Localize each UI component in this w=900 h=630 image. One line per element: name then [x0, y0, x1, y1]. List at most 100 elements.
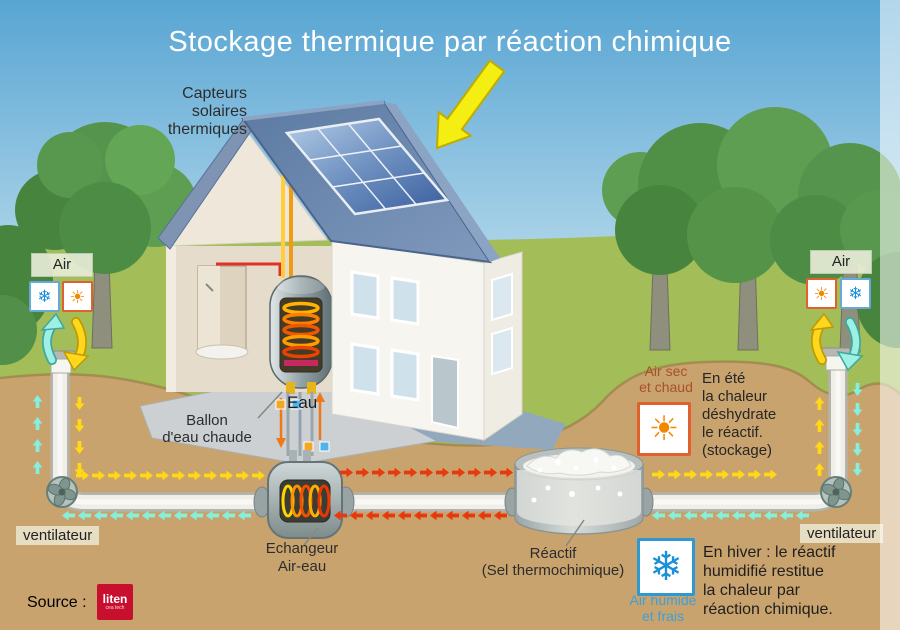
flow-arrow-icon	[500, 467, 513, 478]
windows	[350, 270, 513, 402]
fan-right-label: ventilateur	[800, 524, 884, 543]
flow-arrow-icon	[366, 510, 379, 521]
flow-arrow-icon	[236, 470, 249, 481]
airflow-cool-down-right	[851, 384, 864, 475]
flow-arrow-icon	[684, 510, 697, 521]
flow-arrow-icon	[140, 470, 153, 481]
flow-arrow-icon	[74, 441, 85, 454]
snowflake-icon: ❄	[840, 278, 871, 309]
flow-arrow-icon	[110, 510, 123, 521]
air-left-label: Air	[31, 253, 93, 277]
page-title: Stockage thermique par réaction chimique	[168, 26, 732, 58]
flow-arrow-icon	[732, 510, 745, 521]
sun-arrow	[435, 59, 506, 150]
flow-arrow-icon	[700, 510, 713, 521]
flow-arrow-icon	[852, 383, 863, 396]
flow-arrow-icon	[852, 443, 863, 456]
flow-arrow-icon	[142, 510, 155, 521]
snowflake-icon: ❄	[637, 538, 695, 596]
flow-arrow-icon	[716, 510, 729, 521]
flow-arrow-icon	[94, 510, 107, 521]
flow-arrow-icon	[652, 469, 665, 480]
airflow-hot-left-mid-run	[334, 510, 507, 521]
snowflake-icon: ❄	[29, 281, 60, 312]
air-right-label: Air	[810, 250, 872, 274]
flow-arrow-icon	[108, 470, 121, 481]
flow-arrow-icon	[852, 463, 863, 476]
flow-arrow-icon	[484, 467, 497, 478]
flow-arrow-icon	[32, 395, 43, 408]
flow-arrow-icon	[78, 510, 91, 521]
airflow-cool-up-left	[31, 396, 44, 473]
sun-icon: ☀	[62, 281, 93, 312]
dry-warm-air-label: Air sec et chaud	[639, 363, 693, 395]
air-water-exchanger	[253, 450, 355, 539]
flow-arrow-icon	[76, 470, 89, 481]
solar-loop-pipe	[216, 262, 282, 276]
flow-arrow-icon	[190, 510, 203, 521]
flow-arrow-icon	[340, 467, 353, 478]
flow-arrow-icon	[700, 469, 713, 480]
humid-cool-air-label: Air humide et frais	[629, 592, 697, 624]
exchanger-label: Echangeur Air-eau	[265, 540, 339, 575]
flow-arrow-icon	[124, 470, 137, 481]
flow-arrow-icon	[222, 510, 235, 521]
flow-arrow-icon	[814, 397, 825, 410]
flow-arrow-icon	[684, 469, 697, 480]
winter-description: En hiver : le réactif humidifié restitue…	[703, 544, 836, 618]
flow-arrow-icon	[420, 467, 433, 478]
flow-arrow-icon	[62, 510, 75, 521]
trees-right	[602, 107, 900, 353]
flow-arrow-icon	[382, 510, 395, 521]
flow-arrow-icon	[732, 469, 745, 480]
flow-arrow-icon	[404, 467, 417, 478]
flow-arrow-icon	[446, 510, 459, 521]
flow-arrow-icon	[206, 510, 219, 521]
flow-arrow-icon	[716, 469, 729, 480]
flow-arrow-icon	[814, 419, 825, 432]
airflow-warm-right-right-run	[652, 469, 777, 480]
flow-arrow-icon	[430, 510, 443, 521]
reactive-salt-tank	[504, 447, 654, 535]
flow-arrow-icon	[764, 469, 777, 480]
flow-arrow-icon	[32, 439, 43, 452]
flow-arrow-icon	[372, 467, 385, 478]
flow-arrow-icon	[748, 469, 761, 480]
flow-arrow-icon	[652, 510, 665, 521]
source-label: Source :	[27, 594, 87, 611]
door	[431, 354, 459, 430]
house-walls	[331, 239, 523, 441]
flow-arrow-icon	[478, 510, 491, 521]
flow-arrow-icon	[388, 467, 401, 478]
flow-arrow-icon	[852, 403, 863, 416]
flow-arrow-icon	[220, 470, 233, 481]
flow-arrow-icon	[814, 463, 825, 476]
flow-arrow-icon	[852, 423, 863, 436]
pointer-lines	[257, 391, 585, 547]
house-cutaway-interior	[165, 125, 333, 394]
hot-water-tank-label: Ballon d'eau chaude	[162, 412, 252, 446]
flow-arrow-icon	[494, 510, 507, 521]
flow-arrow-icon	[238, 510, 251, 521]
airflow-cool-left-left-run	[62, 510, 251, 521]
airflow-cool-left-right-run	[652, 510, 809, 521]
flow-arrow-icon	[452, 467, 465, 478]
flow-arrow-icon	[32, 417, 43, 430]
flow-arrow-icon	[764, 510, 777, 521]
flow-arrow-icon	[74, 419, 85, 432]
flow-arrow-icon	[204, 470, 217, 481]
sun-icon: ☀	[806, 278, 837, 309]
summer-description: En été la chaleur déshydrate le réactif.…	[702, 370, 777, 459]
airflow-warm-right-left-run	[76, 470, 265, 481]
water-label: Eau	[287, 393, 318, 412]
image-border-strip	[880, 0, 900, 630]
hot-water-tank	[269, 275, 333, 394]
fan-left	[46, 476, 78, 508]
flow-arrow-icon	[174, 510, 187, 521]
flow-arrow-icon	[350, 510, 363, 521]
trees-left	[0, 122, 197, 365]
flow-arrow-icon	[748, 510, 761, 521]
flow-arrow-icon	[398, 510, 411, 521]
airflow-warm-up-right	[813, 398, 826, 475]
